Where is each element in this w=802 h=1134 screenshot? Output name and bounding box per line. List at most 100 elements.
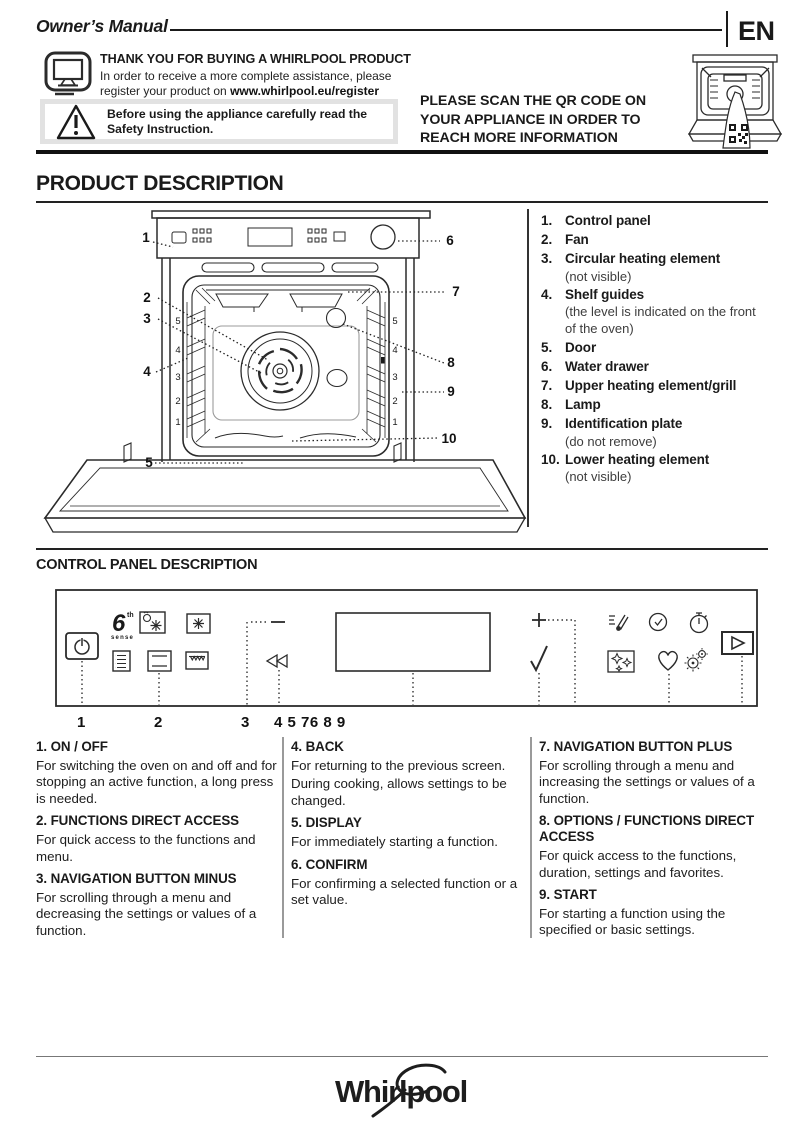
title-rule	[170, 29, 722, 31]
start-icon	[721, 631, 754, 655]
warning-triangle-icon	[55, 103, 97, 141]
list-item: 9.Identification plate(do not remove)	[541, 416, 683, 449]
svg-text:6: 6	[112, 610, 126, 637]
svg-text:9: 9	[447, 384, 455, 399]
language-divider	[726, 11, 728, 47]
control-panel-title: CONTROL PANEL DESCRIPTION	[36, 557, 258, 573]
list-item: 1.Control panel	[541, 213, 651, 228]
list-item: 3.Circular heating element(not visible)	[541, 251, 721, 284]
svg-text:3: 3	[175, 372, 180, 383]
svg-text:sense: sense	[111, 635, 134, 641]
entry-body: For switching the oven on and off and fo…	[36, 758, 277, 806]
svg-text:2: 2	[392, 396, 397, 407]
svg-text:4: 4	[143, 364, 151, 379]
list-divider	[527, 209, 529, 527]
language-code: EN	[738, 16, 775, 46]
fan-function-icon	[186, 613, 211, 634]
register-monitor-icon	[44, 51, 92, 99]
thank-you-line1: In order to receive a more complete assi…	[100, 69, 392, 83]
svg-text:8: 8	[447, 355, 455, 370]
entry-heading: 8. OPTIONS / FUNCTIONS DIRECT ACCESS	[539, 813, 755, 845]
svg-text:3: 3	[392, 372, 397, 383]
entry-body: For confirming a selected function or a …	[291, 875, 518, 908]
control-panel-diagram: 6 th sense	[55, 589, 758, 735]
entry-body: For returning to the previous screen.	[291, 758, 506, 773]
qr-note: PLEASE SCAN THE QR CODE ON YOUR APPLIANC…	[420, 92, 690, 148]
entry-body: For scrolling through a menu and decreas…	[36, 890, 257, 938]
qr-note-line2: YOUR APPLIANCE IN ORDER TO	[420, 111, 641, 128]
qr-oven-illustration	[688, 50, 782, 152]
svg-text:5: 5	[175, 316, 180, 327]
svg-text:3: 3	[143, 311, 151, 326]
list-item: 8.Lamp	[541, 397, 601, 413]
panel-callout-numbers: 1 2 3 4 5 76 8 9	[77, 714, 345, 731]
entry-heading: 5. DISPLAY	[291, 815, 362, 831]
oven-diagram: 5 4 3 2 1 5 4 3 2 1	[40, 206, 532, 538]
column-divider	[282, 737, 284, 938]
settings-gears-icon	[684, 648, 708, 672]
steam-function-icon	[139, 611, 166, 634]
svg-text:th: th	[127, 612, 134, 619]
descriptions-column-3: 7. NAVIGATION BUTTON PLUS For scrolling …	[539, 737, 769, 939]
svg-text:1: 1	[77, 714, 85, 731]
entry-body: For quick access to the functions and me…	[36, 832, 256, 864]
entry-body: During cooking, allows settings to be ch…	[291, 776, 507, 808]
svg-text:1: 1	[175, 417, 180, 428]
manual-title: Owner’s Manual	[36, 16, 168, 36]
register-text: register your product on	[100, 84, 231, 98]
whirlpool-logo: Whirlpool	[301, 1058, 501, 1120]
grill-element	[206, 289, 370, 312]
svg-text:10: 10	[441, 431, 456, 446]
identification-plate-mark	[381, 357, 385, 364]
confirm-check-icon	[530, 645, 548, 673]
favorites-heart-icon	[658, 650, 678, 671]
svg-text:1: 1	[392, 417, 397, 428]
thank-you-title: THANK YOU FOR BUYING A WHIRLPOOL PRODUCT	[100, 52, 411, 66]
qr-code	[729, 124, 748, 144]
entry-heading: 2. FUNCTIONS DIRECT ACCESS	[36, 813, 239, 829]
header-rule	[36, 150, 768, 154]
callout-leaders	[152, 240, 446, 464]
entry-body: For quick access to the functions, durat…	[539, 848, 737, 880]
grill-icon	[185, 651, 209, 670]
parts-list: 1.Control panel 2.Fan 3.Circular heating…	[541, 211, 767, 486]
timer-icon	[689, 612, 709, 634]
svg-text:2: 2	[143, 290, 151, 305]
plus-icon	[532, 613, 546, 627]
entry-heading: 1. ON / OFF	[36, 739, 108, 754]
steam-outlet	[326, 368, 348, 388]
descriptions-column-2: 4. BACK For returning to the previous sc…	[291, 737, 525, 908]
probe-icon	[609, 614, 629, 631]
safety-warning-text: Before using the appliance carefully rea…	[107, 107, 368, 136]
svg-text:2: 2	[175, 396, 180, 407]
product-description-rule	[36, 201, 768, 203]
qr-note-line1: PLEASE SCAN THE QR CODE ON	[420, 93, 647, 109]
thank-you-block: THANK YOU FOR BUYING A WHIRLPOOL PRODUCT…	[100, 52, 420, 99]
sixth-sense-logo: 6 th sense	[111, 610, 134, 641]
list-item: 7.Upper heating element/grill	[541, 378, 737, 393]
list-item: 6.Water drawer	[541, 358, 649, 374]
list-item: 4.Shelf guides(the level is indicated on…	[541, 287, 756, 336]
door-hinges	[123, 442, 402, 463]
cavity-floor-detail	[214, 432, 357, 439]
logo-swoosh	[371, 1063, 447, 1118]
svg-text:6: 6	[446, 233, 454, 248]
display-screen	[335, 612, 491, 672]
svg-text:1: 1	[142, 230, 150, 245]
svg-text:3: 3	[241, 714, 249, 731]
svg-text:4: 4	[175, 345, 180, 356]
mini-control-panel	[171, 224, 396, 250]
product-description-title: PRODUCT DESCRIPTION	[36, 172, 284, 195]
entry-body: For immediately starting a function.	[291, 834, 498, 850]
clean-icon	[607, 650, 635, 673]
entry-heading: 6. CONFIRM	[291, 856, 368, 872]
menu-icon	[112, 650, 131, 672]
svg-text:4: 4	[392, 345, 397, 356]
lamp-circle	[325, 307, 347, 329]
svg-text:5: 5	[145, 455, 153, 470]
oven-body	[151, 210, 431, 462]
list-item: 5.Door	[541, 339, 597, 355]
safety-warning-box: Before using the appliance carefully rea…	[40, 99, 398, 144]
control-panel-rule	[36, 548, 768, 550]
